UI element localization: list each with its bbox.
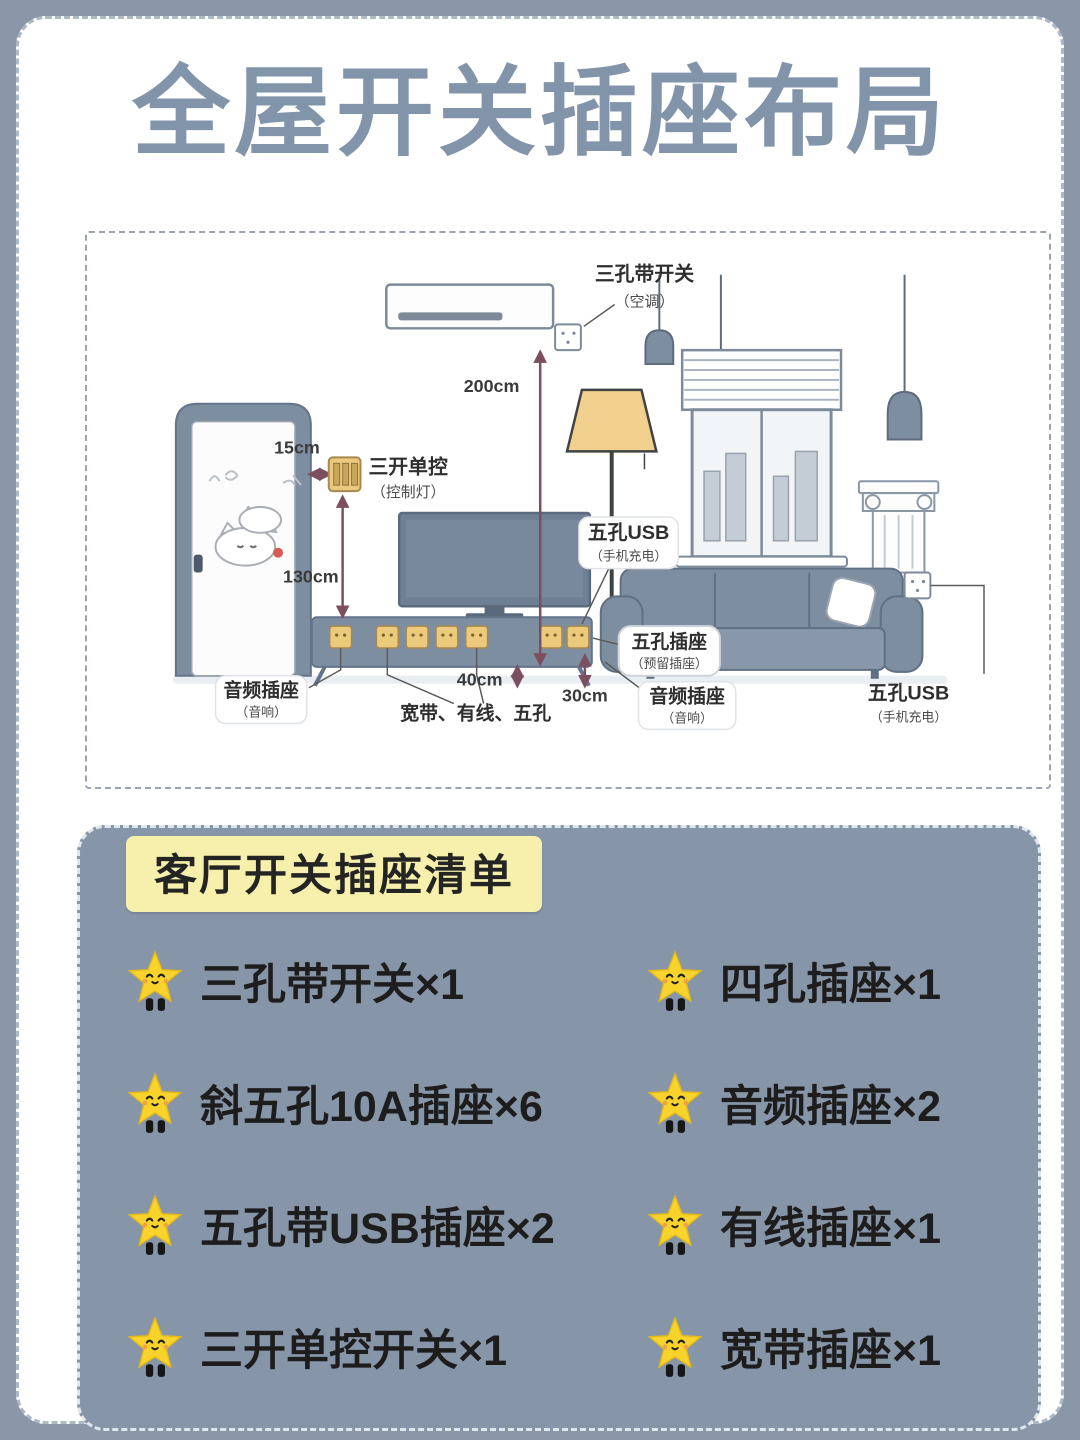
- label-five-hole-usb-left: 五孔USB: [588, 522, 670, 544]
- measure-arrows: [307, 349, 592, 689]
- checklist-item: 音频插座×2: [646, 1070, 1014, 1136]
- callout-lines: [308, 303, 645, 705]
- checklist-item-label: 四孔插座×1: [720, 961, 942, 1009]
- label-audio-left: 音频插座: [223, 679, 299, 701]
- star-icon: [126, 1070, 184, 1136]
- roman-column: [857, 480, 940, 574]
- star-icon: [126, 1192, 184, 1258]
- checklist-header: 客厅开关插座清单: [126, 836, 542, 912]
- window: [675, 348, 848, 568]
- checklist-item: 三孔带开关×1: [126, 948, 646, 1014]
- checklist-item: 五孔带USB插座×2: [126, 1192, 646, 1258]
- label-five-hole-socket-sub: （预留插座）: [631, 656, 708, 671]
- label-ac-socket-sub: （空调）: [615, 293, 675, 310]
- label-three-gang-switch: 三开单控: [368, 455, 448, 478]
- label-bubbles: [214, 516, 737, 731]
- checklist-item: 有线插座×1: [646, 1192, 1014, 1258]
- city-skyline: [703, 450, 818, 542]
- label-five-hole-usb-left-sub: （手机充电）: [590, 549, 667, 564]
- checklist-item-label: 有线插座×1: [720, 1205, 942, 1253]
- checklist-panel: 客厅开关插座清单 三孔带开关×1 四孔插座×1 斜五孔10A插座×6 音频插座×…: [77, 825, 1041, 1431]
- star-icon: [646, 1314, 704, 1380]
- star-icon: [126, 948, 184, 1014]
- checklist-item-label: 五孔带USB插座×2: [200, 1205, 555, 1253]
- checklist-item: 四孔插座×1: [646, 948, 1014, 1014]
- checklist-item-label: 宽带插座×1: [720, 1327, 942, 1375]
- three-gang-switch-icon: [327, 456, 362, 493]
- page-title: 全屋开关插座布局: [131, 57, 948, 167]
- checklist-item-label: 三开单控开关×1: [200, 1327, 508, 1375]
- measure-40cm: 40cm: [457, 670, 503, 690]
- air-conditioner: [385, 283, 555, 330]
- measure-30cm: 30cm: [562, 686, 608, 706]
- label-ac-socket: 三孔带开关: [595, 263, 694, 286]
- star-icon: [126, 1314, 184, 1380]
- sofa-pillow: [825, 576, 877, 628]
- poster-card: 全屋开关插座布局: [16, 16, 1064, 1431]
- checklist-item-label: 三孔带开关×1: [200, 961, 465, 1009]
- label-five-hole-socket: 五孔插座: [632, 630, 708, 652]
- label-audio-left-sub: （音响）: [235, 705, 287, 720]
- checklist-item-label: 斜五孔10A插座×6: [200, 1083, 543, 1131]
- label-broadband-cable-five-hole: 宽带、有线、五孔: [400, 701, 551, 723]
- measure-130cm: 130cm: [283, 566, 339, 586]
- door-handle: [193, 554, 203, 573]
- tv: [397, 511, 592, 619]
- star-icon: [646, 1070, 704, 1136]
- measure-15cm: 15cm: [274, 437, 320, 457]
- door-cats-doodle: [214, 505, 284, 567]
- checklist-item: 斜五孔10A插座×6: [126, 1070, 646, 1136]
- checklist-item: 宽带插座×1: [646, 1314, 1014, 1380]
- label-audio-right-sub: （音响）: [661, 710, 713, 725]
- checklist-item: 三开单控开关×1: [126, 1314, 646, 1380]
- measure-200cm: 200cm: [464, 376, 520, 396]
- star-icon: [646, 948, 704, 1014]
- diagram-canvas: 三孔带开关 （空调） 200cm 15cm 130cm 40cm 30cm 三开…: [172, 263, 985, 731]
- label-three-gang-switch-sub: （控制灯）: [371, 484, 445, 501]
- door-doodles: [208, 470, 302, 486]
- floor-line: [172, 675, 948, 684]
- star-icon: [646, 1192, 704, 1258]
- checklist: 三孔带开关×1 四孔插座×1 斜五孔10A插座×6 音频插座×2 五孔带USB插…: [126, 948, 1014, 1380]
- cabinet-socket-icons: [328, 625, 590, 649]
- label-audio-right: 音频插座: [649, 685, 725, 707]
- label-five-hole-usb-right-sub: （手机充电）: [870, 709, 947, 724]
- label-five-hole-usb-right: 五孔USB: [868, 683, 950, 705]
- ac-socket-icon: [554, 323, 582, 352]
- checklist-item-label: 音频插座×2: [720, 1083, 942, 1131]
- room-layout-diagram: 三孔带开关 （空调） 200cm 15cm 130cm 40cm 30cm 三开…: [85, 231, 1051, 789]
- wall-socket-icon: [903, 571, 985, 674]
